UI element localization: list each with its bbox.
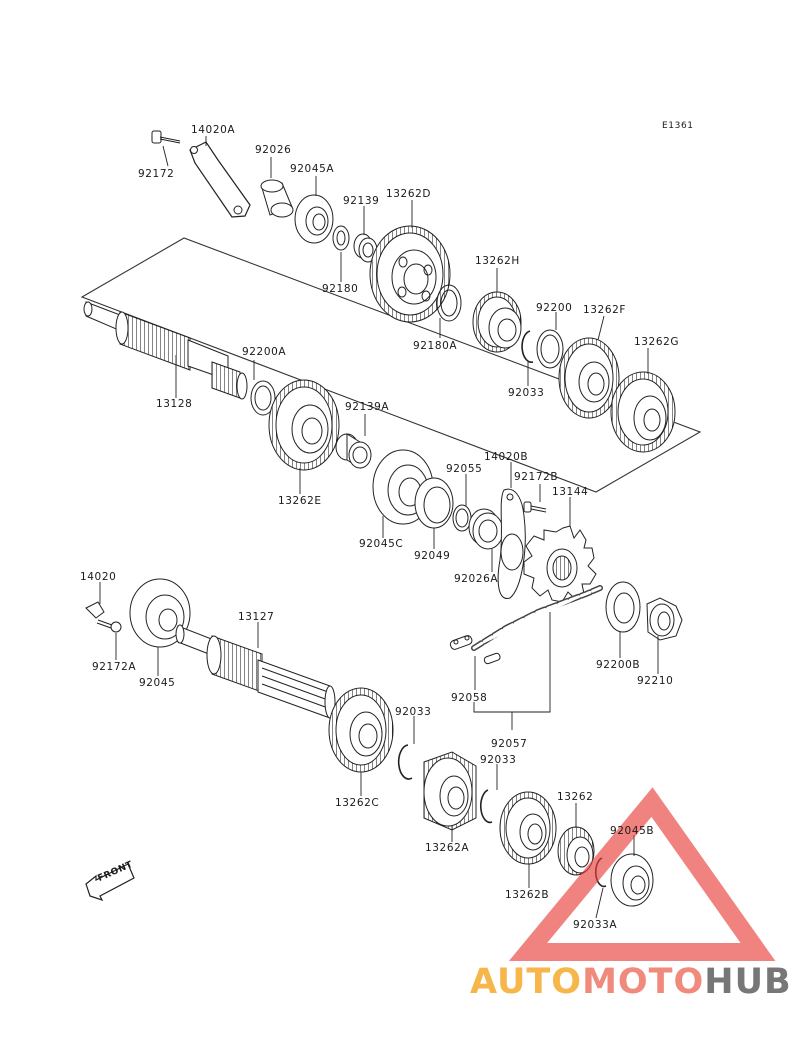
clip-14020 [85, 601, 105, 619]
bearing-92045A [294, 194, 334, 244]
diagram-code: E1361 [662, 121, 694, 131]
gear-13262F [558, 337, 620, 419]
washer-92200A [250, 380, 276, 416]
oil-seal-92049 [414, 477, 454, 529]
label-92055: 92055 [446, 463, 483, 475]
label-14020: 14020 [80, 571, 117, 583]
sprocket-13144 [523, 525, 597, 603]
watermark-automotohub: AUTOMOTOHUB [470, 962, 792, 1002]
washer-92200 [536, 329, 564, 369]
watermark-triangle-icon [508, 787, 776, 961]
label-92139A: 92139A [345, 401, 390, 413]
label-92049: 92049 [414, 550, 451, 562]
bolt-92172B [523, 501, 547, 513]
gear-13262 [557, 826, 595, 876]
collar-92026A [468, 508, 504, 550]
label-92180A: 92180A [413, 340, 458, 352]
bearing-92045B [610, 853, 654, 907]
label-92045C: 92045C [359, 538, 404, 550]
lever-14020A [189, 141, 251, 218]
circlip-92033-lower-1 [397, 744, 413, 780]
label-92200B: 92200B [596, 659, 641, 671]
label-92200: 92200 [536, 302, 573, 314]
collar-92026 [260, 179, 294, 218]
lock-washer-92200B [605, 581, 641, 633]
leader-lines [99, 136, 659, 919]
label-92045: 92045 [139, 677, 176, 689]
label-13262G: 13262G [634, 336, 680, 348]
bolt-92172 [151, 130, 181, 144]
plate-14020B [497, 488, 526, 599]
front-arrow-icon [85, 863, 135, 902]
washer-92180A [436, 284, 462, 322]
label-13128: 13128 [156, 398, 193, 410]
label-13262H: 13262H [475, 255, 520, 267]
label-92058: 92058 [451, 692, 488, 704]
driveshaft-13127 [175, 624, 336, 719]
label-92033A: 92033A [573, 919, 618, 931]
label-92180: 92180 [322, 283, 359, 295]
watermark-hub: HUB [704, 962, 792, 1002]
label-13127: 13127 [238, 611, 275, 623]
watermark-moto: MOTO [582, 962, 705, 1002]
gear-13262H [472, 291, 522, 353]
gear-13262G [610, 371, 676, 453]
gear-13262A [423, 751, 477, 831]
gear-13262B [499, 791, 557, 865]
circlip-92033-lower-2 [479, 789, 493, 824]
chain-joint-92058 [449, 635, 501, 665]
circlip-92033-upper [521, 330, 534, 363]
label-13262A: 13262A [425, 842, 470, 854]
collar-92139A [335, 433, 372, 469]
label-13144: 13144 [552, 486, 589, 498]
label-13262B: 13262B [505, 889, 550, 901]
label-92172: 92172 [138, 168, 175, 180]
watermark-auto: AUTO [470, 962, 583, 1002]
label-14020A: 14020A [191, 124, 236, 136]
washer-92180 [332, 225, 350, 251]
label-13262F: 13262F [583, 304, 627, 316]
bearing-92045 [129, 578, 191, 648]
label-92139: 92139 [343, 195, 380, 207]
countershaft-boundary [80, 237, 702, 493]
label-13262D: 13262D [386, 188, 432, 200]
countershaft-13128 [83, 301, 248, 400]
label-92033-lower-1: 92033 [395, 706, 432, 718]
label-92172B: 92172B [514, 471, 559, 483]
label-13262E: 13262E [278, 495, 322, 507]
label-92210: 92210 [637, 675, 674, 687]
gear-13262D [369, 225, 451, 323]
nut-92210 [646, 597, 683, 641]
label-92033-lower-2: 92033 [480, 754, 517, 766]
label-13262C: 13262C [335, 797, 380, 809]
label-92057: 92057 [491, 738, 528, 750]
label-92200A: 92200A [242, 346, 287, 358]
gear-13262E [268, 379, 340, 471]
label-14020B: 14020B [484, 451, 529, 463]
label-92045B: 92045B [610, 825, 655, 837]
label-92045A: 92045A [290, 163, 335, 175]
drive-chain-92057 [471, 585, 603, 651]
label-92033-upper: 92033 [508, 387, 545, 399]
bolt-92172A [96, 619, 122, 633]
label-92172A: 92172A [92, 661, 137, 673]
label-92026: 92026 [255, 144, 292, 156]
label-13262: 13262 [557, 791, 594, 803]
label-92026A: 92026A [454, 573, 499, 585]
gear-13262C [328, 687, 394, 773]
